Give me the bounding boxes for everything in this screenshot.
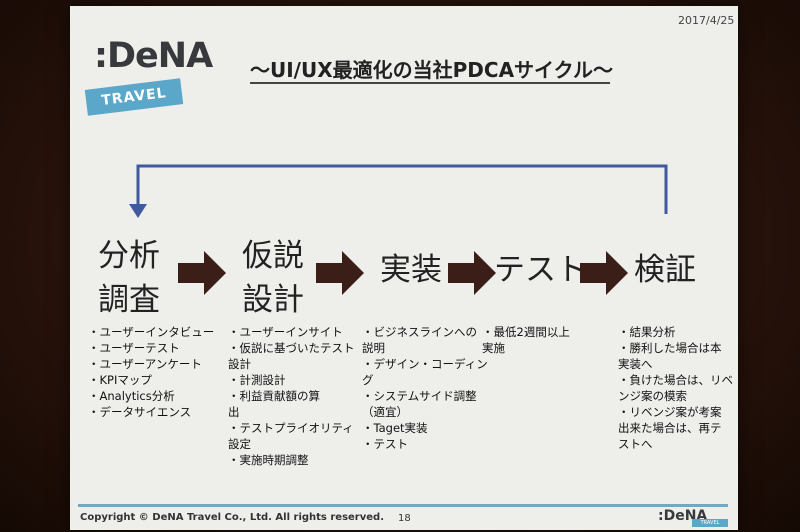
- note-line: 説明: [362, 341, 385, 355]
- note-line: ・ユーザーインタビュー: [88, 325, 215, 339]
- note-line: グ: [362, 373, 374, 387]
- note-line: ・ユーザーインサイト: [228, 325, 343, 339]
- note-line: ・計測設計: [228, 373, 286, 387]
- step-hypothesis: 仮説 設計: [242, 234, 304, 322]
- cycle-loop-arrow: [129, 164, 668, 218]
- note-line: 設定: [228, 437, 251, 451]
- note-line: ・負けた場合は、リベ: [618, 373, 733, 387]
- step-test-line1: テスト: [494, 252, 587, 288]
- note-line: ・利益貢献額の算: [228, 389, 320, 403]
- slide-date: 2017/4/25: [678, 14, 735, 27]
- step-analysis-line1: 分析: [98, 238, 160, 274]
- note-line: ・ビジネスラインへの: [362, 325, 477, 339]
- arrow-right-icon: [178, 251, 226, 295]
- slide: 2017/4/25 :DeNA TRAVEL ～UI/UX最適化の当社PDCAサ…: [70, 6, 738, 530]
- step-analysis: 分析 調査: [98, 234, 160, 322]
- note-line: ・テスト: [362, 437, 408, 451]
- footer-travel-badge: TRAVEL: [692, 519, 728, 527]
- note-line: ストへ: [618, 437, 653, 451]
- note-line: 出来た場合は、再テ: [618, 421, 722, 435]
- note-line: ・システムサイド調整: [362, 389, 477, 403]
- step-hypothesis-line2: 設計: [242, 282, 304, 318]
- note-line: ・データサイエンス: [88, 405, 192, 419]
- step-test: テスト: [494, 248, 587, 292]
- step-implementation-line1: 実装: [380, 252, 442, 288]
- note-line: ・結果分析: [618, 325, 676, 339]
- title-underline: [250, 82, 610, 84]
- notes-implementation: ・ビジネスラインへの 説明 ・デザイン・コーディン グ ・システムサイド調整 （…: [362, 324, 488, 452]
- footer-copyright: Copyright © DeNA Travel Co., Ltd. All ri…: [80, 512, 384, 523]
- note-line: ・リベンジ案が考案: [618, 405, 722, 419]
- arrow-right-icon: [448, 251, 496, 295]
- note-line: ・デザイン・コーディン: [362, 357, 488, 371]
- notes-analysis: ・ユーザーインタビュー ・ユーザーテスト ・ユーザーアンケート ・KPIマップ …: [88, 324, 214, 420]
- arrow-right-icon: [580, 251, 628, 295]
- step-verification-line1: 検証: [634, 252, 696, 288]
- note-line: ・Taget実装: [362, 421, 428, 435]
- note-line: （適宜）: [362, 405, 408, 419]
- page-number: 18: [398, 513, 411, 524]
- slide-title: ～UI/UX最適化の当社PDCAサイクル～: [250, 58, 614, 82]
- notes-hypothesis: ・ユーザーインサイト ・仮説に基づいたテスト 設計 ・計測設計 ・利益貢献額の算…: [228, 324, 355, 468]
- footer-divider: [78, 504, 728, 507]
- note-line: ・ユーザーアンケート: [88, 357, 202, 371]
- notes-verification: ・結果分析 ・勝利した場合は本 実装へ ・負けた場合は、リベ ンジ案の模索 ・リ…: [618, 324, 733, 452]
- note-line: ・KPIマップ: [88, 373, 152, 387]
- notes-test: ・最低2週間以上 実施: [482, 324, 570, 356]
- note-line: 実施: [482, 341, 505, 355]
- note-line: ・ユーザーテスト: [88, 341, 180, 355]
- step-analysis-line2: 調査: [98, 282, 160, 318]
- dena-logo: :DeNA: [94, 36, 213, 76]
- note-line: 出: [228, 405, 240, 419]
- step-verification: 検証: [634, 248, 696, 292]
- note-line: 実装へ: [618, 357, 653, 371]
- arrow-right-icon: [316, 251, 364, 295]
- note-line: ・最低2週間以上: [482, 325, 570, 339]
- note-line: ・仮説に基づいたテスト: [228, 341, 355, 355]
- step-implementation: 実装: [380, 248, 442, 292]
- note-line: ・テストプライオリティ: [228, 421, 354, 435]
- note-line: ・勝利した場合は本: [618, 341, 722, 355]
- step-hypothesis-line1: 仮説: [242, 238, 304, 274]
- note-line: ・Analytics分析: [88, 389, 175, 403]
- note-line: 設計: [228, 357, 251, 371]
- note-line: ・実施時期調整: [228, 453, 309, 467]
- note-line: ンジ案の模索: [618, 389, 687, 403]
